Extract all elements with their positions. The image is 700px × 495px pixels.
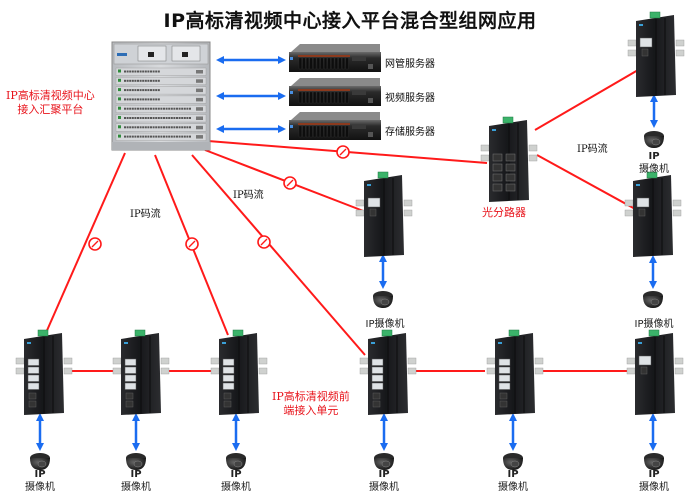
frontend-label-line2: 端接入单元 [283,404,339,417]
industrial-switch-icon[interactable] [15,329,73,415]
dome-camera-icon[interactable] [373,291,393,308]
data-arrows [36,56,658,451]
rack-server-icon[interactable] [289,112,381,140]
camera-label-type: 摄像机 [639,164,669,175]
industrial-switch-icon[interactable] [112,329,170,415]
server-label-nms: 网管服务器 [385,59,435,70]
fiber-splice-icon [185,237,199,251]
media-converter-icon[interactable] [627,11,685,97]
camera-label-inline-mid: IP摄像机 [365,319,405,330]
core-label-line1: IP高标清视频中心 [6,89,95,102]
fiber-splice-icon [88,237,102,251]
chassis-switch-icon[interactable] [111,41,211,151]
camera-label-type: 摄像机 [25,482,55,493]
splitter-label: 光分路器 [482,206,526,219]
link-core-frontend [191,154,366,356]
core-platform-label: IP高标清视频中心 接入汇聚平台 [6,89,95,117]
media-converter-icon[interactable] [626,329,684,415]
camera-label-ip: IP [230,469,242,480]
line-card [115,95,207,104]
camera-label-type: 摄像机 [121,482,151,493]
industrial-switch-icon[interactable] [486,329,544,415]
fiber-splice-markers [88,145,350,251]
dome-camera-icon[interactable] [643,291,663,308]
camera-label-ip: IP [378,469,390,480]
rack-server-icon[interactable] [289,44,381,72]
line-card [115,77,207,86]
device-group [15,11,685,415]
camera-label: IP 摄像机 [15,468,65,494]
camera-label-ip: IP [130,469,142,480]
stream-label-center: IP码流 [233,190,264,201]
camera-label-type: 摄像机 [221,482,251,493]
line-card-slots [115,67,207,141]
line-card [115,86,207,95]
media-converter-icon[interactable] [624,171,682,257]
camera-label-ip: IP [34,469,46,480]
camera-label-ip: IP [507,469,519,480]
link-core-left-switch [44,152,126,336]
fiber-splice-icon [283,176,297,190]
camera-label: IP 摄像机 [359,468,409,494]
camera-label: IP 摄像机 [488,468,538,494]
rack-server-icon[interactable] [289,78,381,106]
page-title: IP高标清视频中心接入平台混合型组网应用 [163,10,537,32]
fiber-splice-icon [257,235,271,249]
industrial-switch-icon[interactable] [359,329,417,415]
industrial-switch-icon[interactable] [210,329,268,415]
dome-camera-icon[interactable] [644,131,664,148]
dome-camera-icon[interactable] [226,453,246,470]
camera-label: IP 摄像机 [629,468,679,494]
dome-camera-icon[interactable] [374,453,394,470]
stream-label-right: IP码流 [577,144,608,155]
server-label-video: 视频服务器 [385,93,435,104]
dome-camera-icon[interactable] [30,453,50,470]
frontend-label-line1: IP高标清视频前 [272,390,350,403]
media-converter-icon[interactable] [355,171,413,257]
camera-label-ip: IP [648,151,660,162]
core-label-line2: 接入汇聚平台 [17,103,84,116]
link-splitter-top-converter [534,69,639,131]
camera-group [30,131,664,470]
camera-label-inline-right: IP摄像机 [634,319,674,330]
dome-camera-icon[interactable] [126,453,146,470]
dome-camera-icon[interactable] [503,453,523,470]
camera-label: IP 摄像机 [111,468,161,494]
camera-label: IP 摄像机 [211,468,261,494]
camera-label-ip: IP [648,469,660,480]
optical-splitter-icon[interactable] [480,116,538,202]
server-label-storage: 存储服务器 [385,127,435,138]
camera-label-type: 摄像机 [639,482,669,493]
dome-camera-icon[interactable] [644,453,664,470]
camera-label-type: 摄像机 [498,482,528,493]
stream-label-left: IP码流 [130,209,161,220]
camera-label: IP 摄像机 [629,150,679,176]
fiber-splice-icon [336,145,350,159]
server-group [289,44,381,140]
camera-label-type: 摄像机 [369,482,399,493]
frontend-unit-label: IP高标清视频前 端接入单元 [272,390,350,418]
line-card [115,67,207,76]
link-splitter-right-converter [536,154,638,211]
